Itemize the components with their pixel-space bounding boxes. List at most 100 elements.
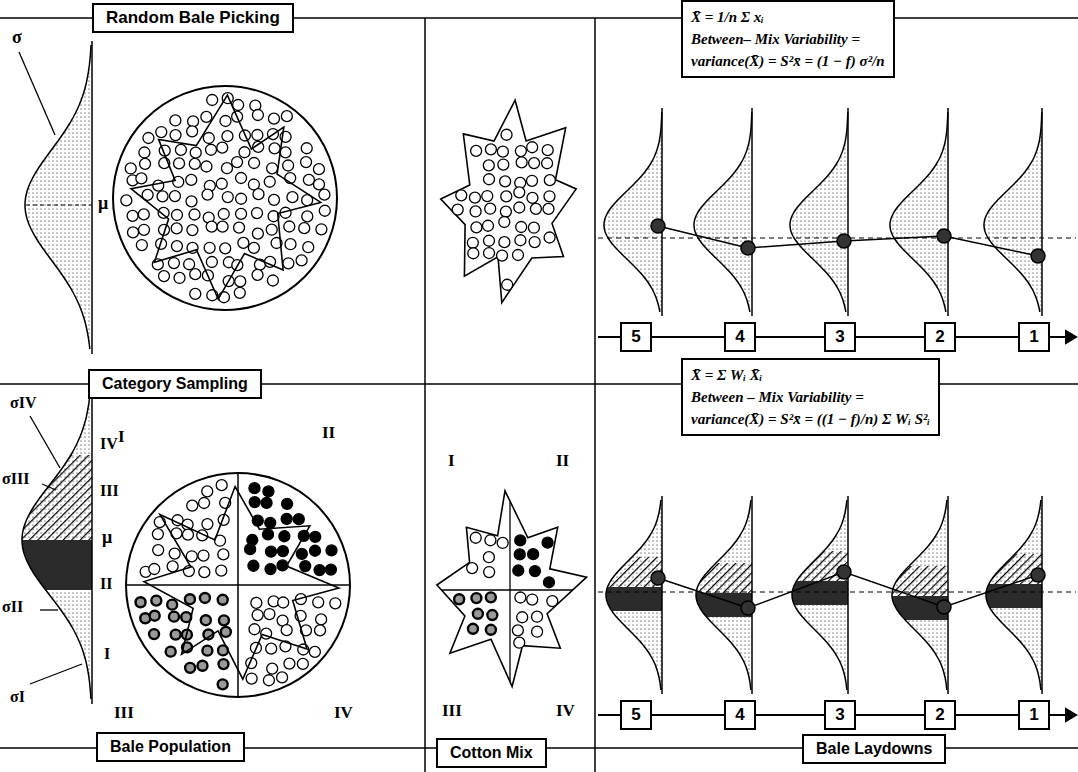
bell-curve — [792, 500, 847, 690]
formula-line: Between – Mix Variability = — [691, 386, 930, 408]
flow-connector — [856, 336, 924, 338]
bale-dot — [190, 147, 201, 158]
bale-dot — [515, 592, 526, 603]
bale-dot — [218, 659, 228, 669]
bale-dot — [316, 614, 327, 625]
bale-dot — [544, 232, 555, 243]
bale-dot — [527, 175, 538, 186]
bale-dot — [267, 163, 278, 174]
bale-dot — [319, 205, 330, 216]
panel-title-text: Bale Laydowns — [816, 740, 932, 757]
hatched-band — [19, 455, 92, 540]
bale-dot — [542, 537, 553, 548]
bale-dot — [168, 258, 179, 269]
bell-curve — [984, 112, 1042, 312]
bale-dot — [468, 624, 478, 634]
bale-dot — [512, 625, 523, 636]
sigma-label: σ — [12, 28, 22, 48]
bale-dot — [287, 192, 298, 203]
mix-mean-dot — [651, 219, 665, 233]
bale-dot — [188, 116, 199, 127]
bale-dot — [190, 288, 201, 299]
curve-fill — [25, 45, 92, 350]
leader-line — [30, 416, 60, 468]
flow-connector — [652, 336, 724, 338]
bale-dot — [217, 221, 228, 232]
curve-baseline — [947, 108, 949, 316]
bale-dot — [251, 597, 262, 608]
quadrant-label: IV — [556, 702, 575, 721]
bale-dot — [184, 259, 195, 270]
bale-dot — [284, 221, 295, 232]
bale-dot — [269, 143, 280, 154]
bale-dot — [483, 160, 494, 171]
bale-dot — [544, 175, 555, 186]
bale-dot — [263, 486, 274, 497]
bell-curve — [694, 112, 752, 312]
formula-line: X̄ = 1/n Σ xᵢ — [691, 6, 885, 28]
bale-dot — [218, 679, 228, 689]
bale-dot — [153, 180, 164, 191]
bale-dot — [202, 486, 213, 497]
curve-fill — [604, 112, 662, 312]
bale-dot — [198, 550, 209, 561]
mix-mean-dot — [937, 600, 951, 614]
bale-dot — [277, 672, 288, 683]
bale-dot — [515, 146, 526, 157]
laydown-number: 5 — [620, 322, 652, 352]
flow-line — [598, 714, 620, 716]
bale-dot — [143, 132, 154, 143]
bale-dot — [310, 545, 321, 556]
bale-dot — [263, 529, 274, 540]
flow-line — [1050, 714, 1066, 716]
quadrant-label: I — [118, 428, 125, 447]
bale-dot — [187, 225, 198, 236]
flow-connector — [756, 336, 824, 338]
bale-dot — [136, 240, 147, 251]
laydown-number: 3 — [824, 322, 856, 352]
bell-curve — [25, 45, 91, 349]
curve-baseline — [661, 108, 663, 316]
bale-dot — [467, 237, 478, 248]
quadrant-label: I — [448, 452, 455, 471]
bale-dot — [281, 625, 292, 636]
bale-dot — [313, 179, 324, 190]
mix-mean-dot — [937, 229, 951, 243]
bale-dot — [296, 255, 307, 266]
bale-dot — [499, 237, 510, 248]
bale-dot — [263, 675, 274, 686]
bale-dot — [264, 176, 275, 187]
bale-dot — [497, 146, 508, 157]
bale-dot — [170, 115, 181, 126]
bale-dot — [127, 210, 138, 221]
bale-dot — [484, 567, 495, 578]
bale-dot — [249, 624, 260, 635]
bale-dot — [252, 208, 263, 219]
mean-line — [598, 591, 1076, 592]
bale-dot — [542, 158, 553, 169]
bale-dot — [454, 594, 464, 604]
curve-fill — [694, 112, 752, 312]
bale-dot — [265, 564, 276, 575]
bale-dot — [282, 498, 293, 509]
bale-dot — [485, 535, 496, 546]
bell-curve — [986, 500, 1041, 690]
bale-dot — [547, 596, 558, 607]
mix-mean-dot — [1031, 568, 1045, 582]
bale-dot — [186, 551, 197, 562]
bale-dot — [470, 206, 481, 217]
bale-dot — [471, 145, 482, 156]
bale-dot — [190, 269, 201, 280]
bale-dot — [152, 529, 163, 540]
formula-line: variance(X̄) = S²x̄ = (1 − f) σ²/n — [691, 50, 885, 72]
laydown-number: 3 — [824, 700, 856, 730]
bale-dot — [197, 661, 207, 671]
bale-dot — [171, 630, 181, 640]
bale-dot — [236, 173, 247, 184]
bale-dot — [238, 237, 249, 248]
bale-dot — [139, 224, 150, 235]
bale-dot — [512, 250, 523, 261]
curve-baseline — [91, 41, 93, 354]
stratum-sigma-label: σIII — [2, 470, 29, 488]
bale-dot — [516, 157, 527, 168]
